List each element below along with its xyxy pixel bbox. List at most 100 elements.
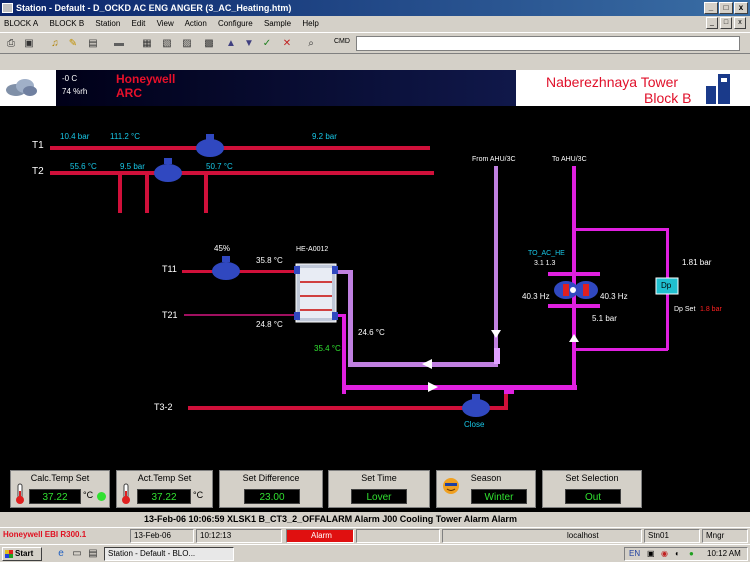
taskbar-clock: 10:12 AM — [707, 549, 741, 558]
t1-right-pressure: 9.2 bar — [312, 132, 337, 141]
product-version: Honeywell EBI R300.1 — [3, 530, 87, 539]
valve-position: 45% — [214, 244, 231, 253]
minimize-button[interactable]: _ — [704, 2, 718, 14]
t32-label: T3-2 — [154, 402, 173, 412]
mdi-restore-button[interactable]: □ — [720, 17, 732, 29]
panel-title: Set Time — [361, 473, 397, 483]
t2-right-temp: 50.7 °C — [206, 162, 233, 171]
menu-edit[interactable]: Edit — [131, 19, 146, 28]
status-host: localhost — [442, 529, 642, 543]
heat-exchanger-label: HE-A0012 — [296, 246, 329, 253]
close-button[interactable]: x — [734, 2, 748, 14]
status-date: 13-Feb-06 — [130, 529, 194, 543]
hx-return-temp: 24.8 °C — [256, 320, 283, 329]
t1-label: T1 — [32, 140, 44, 151]
menu-view[interactable]: View — [156, 19, 174, 28]
menu-bar: BLOCK A BLOCK B Station Edit View Action… — [0, 16, 750, 32]
network-icon[interactable]: ▣ — [647, 549, 655, 558]
alarm-line[interactable]: 13-Feb-06 10:06:59 XLSK1 B_CT3_2_OFFALAR… — [0, 512, 750, 527]
bell-icon[interactable]: ♫ — [51, 38, 59, 49]
language-icon[interactable]: EN — [629, 549, 641, 558]
green-temp: 35.4 °C — [314, 344, 341, 353]
season-value[interactable]: Winter — [471, 489, 527, 504]
tray-status-icon[interactable]: ● — [689, 549, 694, 558]
trend-icon[interactable]: ▦ — [142, 38, 152, 49]
print-icon[interactable]: ⎙ — [7, 38, 15, 49]
process-diagram: T1 T2 10.4 bar 111.2 °C 9.2 bar 55.6 °C … — [0, 106, 750, 464]
valve-close-label: Close — [464, 420, 485, 429]
volume-icon[interactable]: ◐ — [675, 549, 680, 558]
mdi-minimize-button[interactable]: _ — [706, 17, 718, 29]
calc-temp-value[interactable]: 37.22 — [29, 489, 81, 504]
pipe-to-ahu — [572, 166, 576, 390]
menu-station[interactable]: Station — [95, 19, 121, 28]
alarm-icon[interactable]: ✎ — [68, 38, 78, 49]
search-icon[interactable]: ⌕ — [308, 38, 314, 49]
pipe-network — [50, 134, 679, 417]
pipe-t2-drop-left — [118, 173, 122, 213]
menu-block-b[interactable]: BLOCK B — [49, 19, 85, 28]
windows-logo-icon — [5, 550, 13, 558]
status-bar: Honeywell EBI R300.1 13-Feb-06 10:12:13 … — [0, 527, 750, 544]
triangle-down-icon[interactable]: ▼ — [244, 38, 254, 49]
pump-pressure: 5.1 bar — [592, 314, 617, 323]
status-alarm-indicator[interactable]: Alarm — [286, 529, 354, 543]
menu-sample[interactable]: Sample — [263, 19, 292, 28]
cloud-icon — [6, 79, 37, 96]
pipe-hx-riser — [348, 270, 353, 366]
dp-sensor-label: Dp — [661, 281, 672, 290]
pipe-from-ahu — [494, 166, 498, 366]
valve-t32-icon — [462, 394, 490, 417]
page-icon[interactable]: ▣ — [24, 38, 34, 49]
cancel-icon[interactable]: ✕ — [282, 38, 292, 49]
arrow-down-icon — [491, 330, 501, 338]
pump-pair-icon — [548, 272, 600, 308]
header-band: -0 C 74 %rh Honeywell ARC Naberezhnaya T… — [0, 70, 750, 106]
mdi-close-button[interactable]: x — [734, 17, 746, 29]
set-difference-value[interactable]: 23.00 — [244, 489, 300, 504]
menu-help[interactable]: Help — [302, 19, 319, 28]
pump-group-label: TO_AC_HE — [528, 250, 565, 257]
quicklaunch-desktop-icon[interactable]: ▭ — [72, 548, 82, 559]
menu-action[interactable]: Action — [184, 19, 207, 28]
pipe-t32-riser — [504, 390, 508, 410]
report-icon[interactable]: ▤ — [88, 38, 98, 49]
pipe-t2-drop-right — [204, 173, 208, 213]
group-icon[interactable]: ▨ — [182, 38, 192, 49]
restore-button[interactable]: □ — [719, 2, 733, 14]
alert-tray-icon[interactable]: ◉ — [661, 549, 668, 558]
act-temp-value[interactable]: 37.22 — [137, 489, 191, 504]
pipe-lavender-joint — [494, 348, 500, 364]
display-icon[interactable]: ▬ — [114, 38, 124, 49]
start-button[interactable]: Start — [2, 547, 42, 561]
block-name: Block B — [644, 90, 692, 106]
event-icon[interactable]: ▧ — [162, 38, 172, 49]
taskbar-item-station[interactable]: Station - Default - BLO... — [104, 547, 234, 561]
to-ahu-label: To AHU/3C — [552, 156, 587, 163]
toolbar-spacer — [0, 54, 750, 70]
menu-block-a[interactable]: BLOCK A — [4, 19, 39, 28]
pipe-t2 — [50, 171, 434, 175]
pipe-magenta-drop — [342, 314, 346, 394]
pipe-hx-bottom-out — [334, 314, 346, 317]
heat-exchanger-icon — [294, 263, 338, 323]
dp-set-label: Dp Set — [674, 306, 696, 313]
pipe-t21 — [184, 314, 300, 316]
panel-act-temp: Act.Temp Set 37.22 °C — [116, 470, 213, 508]
set-selection-value[interactable]: Out — [565, 489, 621, 504]
t21-label: T21 — [162, 310, 178, 320]
menu-configure[interactable]: Configure — [218, 19, 253, 28]
triangle-up-icon[interactable]: ▲ — [226, 38, 236, 49]
dp-set-value: 1.8 bar — [700, 306, 722, 313]
check-icon[interactable]: ✓ — [262, 38, 272, 49]
command-input[interactable] — [356, 36, 740, 51]
arrow-left-icon — [422, 359, 432, 369]
quicklaunch-folder-icon[interactable]: ▤ — [88, 548, 98, 559]
header-navy-band — [56, 70, 516, 106]
pipe-t32-link — [504, 390, 514, 394]
quicklaunch-ie-icon[interactable]: e — [58, 548, 64, 559]
sheet-icon[interactable]: ▩ — [204, 38, 214, 49]
pump-group-sub: 3.1 1.3 — [534, 260, 556, 267]
set-time-value[interactable]: Lover — [351, 489, 407, 504]
